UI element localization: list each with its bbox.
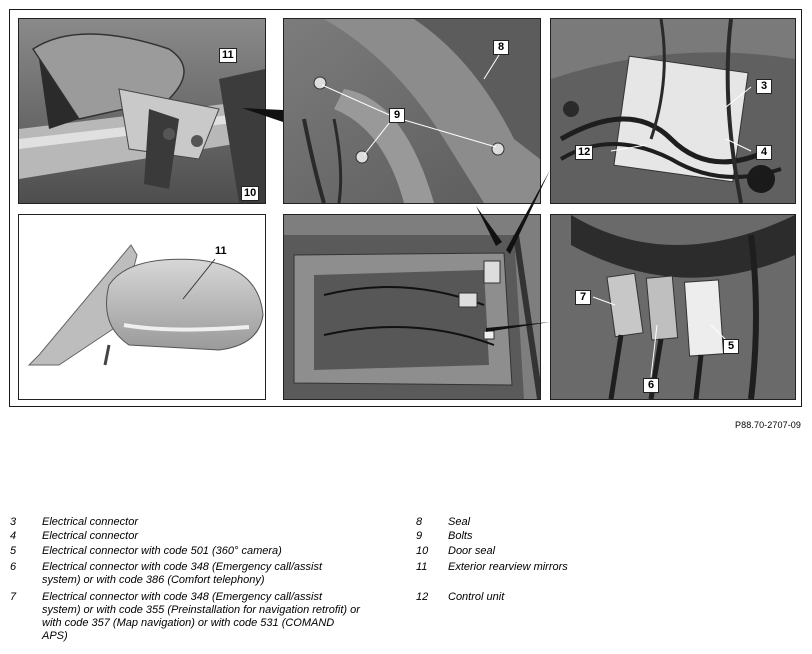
legend-text: Electrical connector <box>42 516 138 528</box>
legend-number: 9 <box>416 530 423 542</box>
exterior-mirror-drawing <box>27 244 264 366</box>
legend-number: 4 <box>10 530 17 542</box>
callout-4: 4 <box>756 145 772 160</box>
legend-number: 7 <box>10 591 17 603</box>
callout-6: 6 <box>643 378 659 393</box>
legend-text: Electrical connector with code 501 (360°… <box>42 545 282 557</box>
illustration-frame: 11 10 8 9 <box>9 9 802 407</box>
legend-text: Electrical connector with code 348 (Emer… <box>42 561 323 586</box>
door-inner-photo <box>284 215 540 399</box>
panel-connectors: 7 6 5 <box>550 214 796 400</box>
legend-number: 5 <box>10 545 17 557</box>
legend-number: 11 <box>416 561 428 573</box>
legend-number: 8 <box>416 516 423 528</box>
panel-mirror-removed: 11 10 <box>18 18 266 204</box>
figure-id: P88.70-2707-09 <box>735 420 801 430</box>
connectors-photo <box>551 215 795 399</box>
callout-11: 11 <box>219 48 237 63</box>
callout-10: 10 <box>241 186 260 201</box>
legend-number: 3 <box>10 516 17 528</box>
legend-number: 10 <box>416 545 429 557</box>
callout-11-mirror: 11 <box>215 245 227 257</box>
mirror-removed-photo <box>19 19 265 203</box>
callout-7: 7 <box>575 290 591 305</box>
panel-control-unit: 3 4 12 <box>550 18 796 204</box>
legend-text: Exterior rearview mirrors <box>448 561 568 573</box>
legend-number: 12 <box>416 591 429 603</box>
callout-8: 8 <box>493 40 509 55</box>
panel-door-seal-bolts: 8 9 <box>283 18 541 204</box>
callout-5: 5 <box>723 339 739 354</box>
legend-text: Electrical connector <box>42 530 138 542</box>
callout-12: 12 <box>575 145 594 160</box>
legend-text: Bolts <box>448 530 473 542</box>
legend-number: 6 <box>10 561 17 573</box>
panel-door-inner <box>283 214 541 400</box>
callout-9: 9 <box>389 108 405 123</box>
legend-text: Electrical connector with code 348 (Emer… <box>42 591 360 642</box>
legend-text: Seal <box>448 516 471 528</box>
control-unit-photo <box>551 19 795 203</box>
legend-text: Control unit <box>448 591 505 603</box>
legend-left: 3 Electrical connector 4 Electrical conn… <box>10 516 380 652</box>
panel-exterior-mirror: 11 <box>18 214 266 400</box>
callout-3: 3 <box>756 79 772 94</box>
legend-text: Door seal <box>448 545 496 557</box>
legend-right: 8 Seal 9 Bolts 10 Door seal 11 Exterior … <box>416 516 796 616</box>
